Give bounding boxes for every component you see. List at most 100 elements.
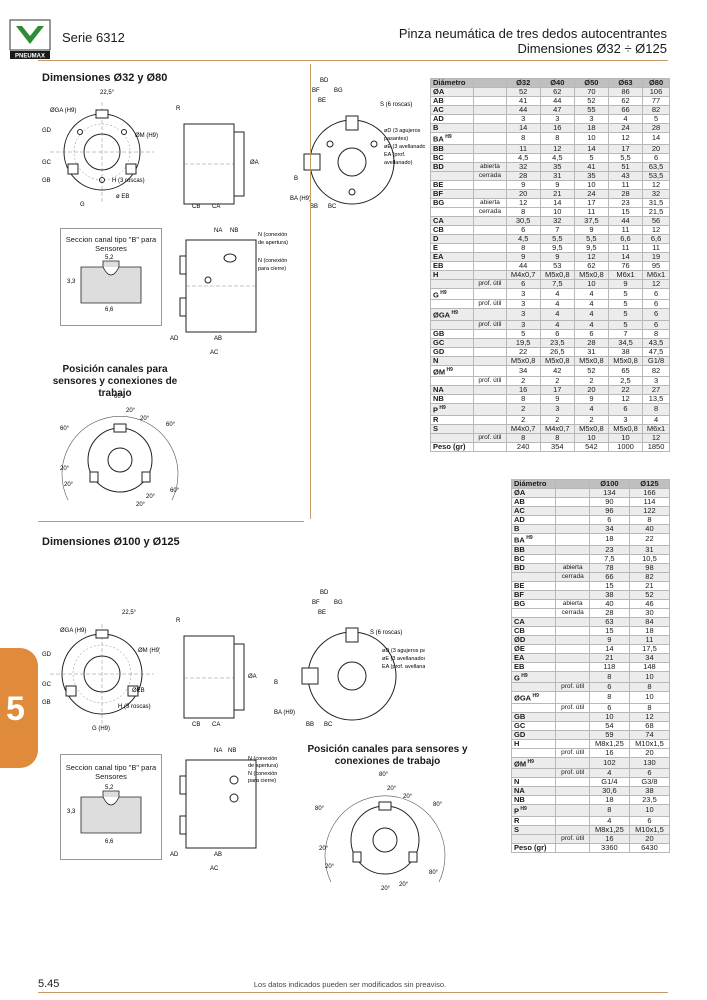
row-subkey: abierta xyxy=(473,197,507,208)
table-cell: 6 xyxy=(642,299,670,309)
row-key: GB xyxy=(510,711,557,722)
table-cell: 17 xyxy=(573,197,609,208)
column-header xyxy=(473,78,507,88)
table-cell: 52 xyxy=(628,589,671,600)
table-cell: 63,5 xyxy=(642,161,670,172)
row-key: ØGA H9 xyxy=(510,691,557,704)
row-key: S xyxy=(510,824,557,835)
table-cell: 16 xyxy=(539,123,575,133)
svg-text:para cierre): para cierre) xyxy=(258,266,286,272)
svg-text:N (conexión: N (conexión xyxy=(248,756,277,762)
svg-text:20°: 20° xyxy=(325,864,335,870)
dim-bottom: 6,6 xyxy=(105,307,114,313)
table-cell: 78 xyxy=(588,562,630,573)
row-subkey xyxy=(473,188,507,199)
header-divider xyxy=(38,60,668,61)
table-cell: 14 xyxy=(642,132,670,145)
row-subkey: prof. útil xyxy=(473,376,507,386)
channel-section-drawing: 5,2 3,3 6,6 xyxy=(67,785,142,845)
table-cell: M10x1,5 xyxy=(628,824,671,835)
table-cell: 11 xyxy=(607,179,644,190)
table-cell: M4x0,7 xyxy=(539,423,575,434)
table-cell: 8 xyxy=(539,432,575,443)
table-cell: 38 xyxy=(607,346,644,357)
table-cell: 63 xyxy=(588,616,630,627)
table-cell: 1000 xyxy=(607,441,644,452)
row-subkey xyxy=(555,661,590,672)
table-cell: 3 xyxy=(505,287,541,300)
table-cell: 6430 xyxy=(628,842,671,853)
table-cell: 34 xyxy=(628,652,671,663)
table-cell: 3360 xyxy=(588,842,630,853)
table-cell: 34,5 xyxy=(607,337,644,348)
row-subkey xyxy=(473,132,507,145)
table-cell: 30,5 xyxy=(505,215,541,226)
dim-side: 3,3 xyxy=(67,279,76,285)
section2-title: Dimensiones Ø100 y Ø125 xyxy=(42,536,180,548)
table-cell: 47,5 xyxy=(642,346,670,357)
svg-text:CB: CB xyxy=(192,722,200,728)
row-key: GD xyxy=(510,729,557,740)
table-cell: 12 xyxy=(642,278,670,289)
table-cell: 32 xyxy=(505,161,541,172)
table-cell: 44 xyxy=(505,260,541,271)
table-cell: 38 xyxy=(588,589,630,600)
row-subkey xyxy=(473,337,507,348)
table-cell: 44 xyxy=(607,215,644,226)
table-cell: 53 xyxy=(539,260,575,271)
svg-text:ØM (H9): ØM (H9) xyxy=(138,648,160,654)
front-view-drawing-2: 22,5° ØGA (H9) ØM (H9) H (3 roscas) ØEB … xyxy=(42,610,160,732)
table-cell: 34 xyxy=(505,364,541,377)
row-subkey xyxy=(555,795,590,805)
row-subkey: prof. útil xyxy=(555,702,590,713)
svg-text:NB: NB xyxy=(228,748,236,754)
table-cell: 7 xyxy=(539,224,575,235)
svg-text:BB: BB xyxy=(306,722,314,728)
svg-text:GB: GB xyxy=(42,700,51,706)
table-cell: 10 xyxy=(573,432,609,443)
title-line-2: Dimensiones Ø32 ÷ Ø125 xyxy=(517,41,668,56)
dim-bottom: 6,6 xyxy=(105,839,114,845)
table-cell: M5x0,8 xyxy=(607,423,644,434)
table-cell: 51 xyxy=(607,161,644,172)
row-key: Peso (gr) xyxy=(429,441,475,452)
svg-text:20°: 20° xyxy=(64,482,74,488)
table-cell: 5 xyxy=(505,328,541,339)
table-cell: 8 xyxy=(588,670,630,683)
svg-text:H (3 roscas): H (3 roscas) xyxy=(112,178,145,184)
row-subkey xyxy=(555,524,590,534)
table-cell: 4 xyxy=(539,308,575,321)
row-key xyxy=(429,432,475,443)
svg-text:BC: BC xyxy=(324,722,333,728)
footer-divider xyxy=(38,992,668,993)
svg-text:pasantes): pasantes) xyxy=(384,136,408,142)
table-cell: 12 xyxy=(628,711,671,722)
row-subkey xyxy=(555,720,590,731)
svg-text:80°: 80° xyxy=(433,802,443,808)
table-cell: 15 xyxy=(607,206,644,217)
front-view-drawing-1: 22,5° ØGA (H9) ØM (H9) H (3 roscas) ø EB… xyxy=(42,90,158,208)
row-subkey xyxy=(555,804,590,817)
pneumax-logo: PNEUMAX xyxy=(9,19,51,60)
row-key: GB xyxy=(429,328,475,339)
table-cell: 11 xyxy=(573,206,609,217)
table-cell: 11 xyxy=(642,242,670,253)
